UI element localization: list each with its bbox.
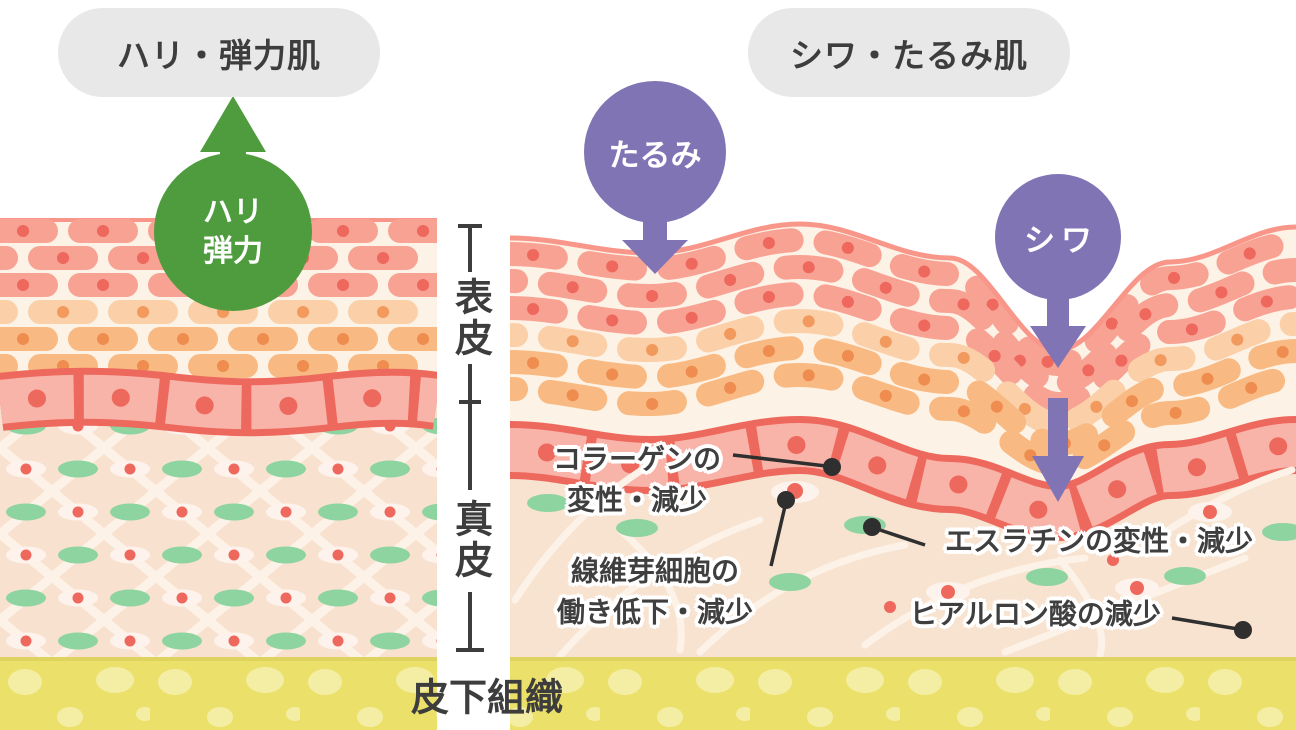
label-dermis: 真皮 <box>448 499 491 581</box>
annotation-fibroblast-line2: 働き低下・減少 <box>556 596 754 627</box>
firmness-bubble-line1: ハリ <box>203 196 263 229</box>
elastin-leader <box>863 518 926 547</box>
firmness-bubble-line2: 弾力 <box>203 235 263 268</box>
sagging-bubble: たるみ <box>584 81 726 223</box>
label-subcutaneous: 皮下組織 <box>410 677 564 720</box>
title-wrinkle-skin: シワ・たるみ肌 <box>748 8 1070 97</box>
title-wrinkle-skin-label: シワ・たるみ肌 <box>790 36 1028 74</box>
annotation-collagen-line1: コラーゲンの <box>552 443 722 475</box>
left-basal-layer <box>0 367 437 437</box>
sagging-bubble-label: たるみ <box>608 137 702 173</box>
collagen-leader <box>732 453 841 476</box>
annotation-hyaluronic: ヒアルロン酸の減少 <box>909 598 1161 630</box>
right-basal-layer <box>510 415 1296 542</box>
fibroblast-leader <box>769 491 795 567</box>
right-dermis-fibers <box>511 464 1296 658</box>
right-skin-section <box>510 221 1296 730</box>
right-epidermis-cells <box>510 227 1296 477</box>
annotation-collagen-line2: 変性・減少 <box>566 484 708 515</box>
firmness-bubble: ハリ 弾力 <box>154 153 312 311</box>
annotation-collagen: コラーゲンの 変性・減少 <box>553 439 721 520</box>
wrinkle-bubble: シワ <box>995 174 1121 300</box>
hyaluronic-leader <box>1171 616 1252 639</box>
annotation-fibroblast-line1: 線維芽細胞の <box>570 555 740 587</box>
wrinkle-down-arrow-2 <box>1032 398 1084 502</box>
title-firm-skin: ハリ・弾力肌 <box>58 8 380 97</box>
layer-measure-bar <box>456 224 484 652</box>
annotation-elastin: エスラチンの変性・減少 <box>944 525 1254 557</box>
annotation-fibroblast: 線維芽細胞の 働き低下・減少 <box>557 551 753 632</box>
wrinkle-bubble-label: シワ <box>1024 222 1098 258</box>
label-epidermis: 表皮 <box>448 277 491 359</box>
title-firm-skin-label: ハリ・弾力肌 <box>117 36 321 74</box>
